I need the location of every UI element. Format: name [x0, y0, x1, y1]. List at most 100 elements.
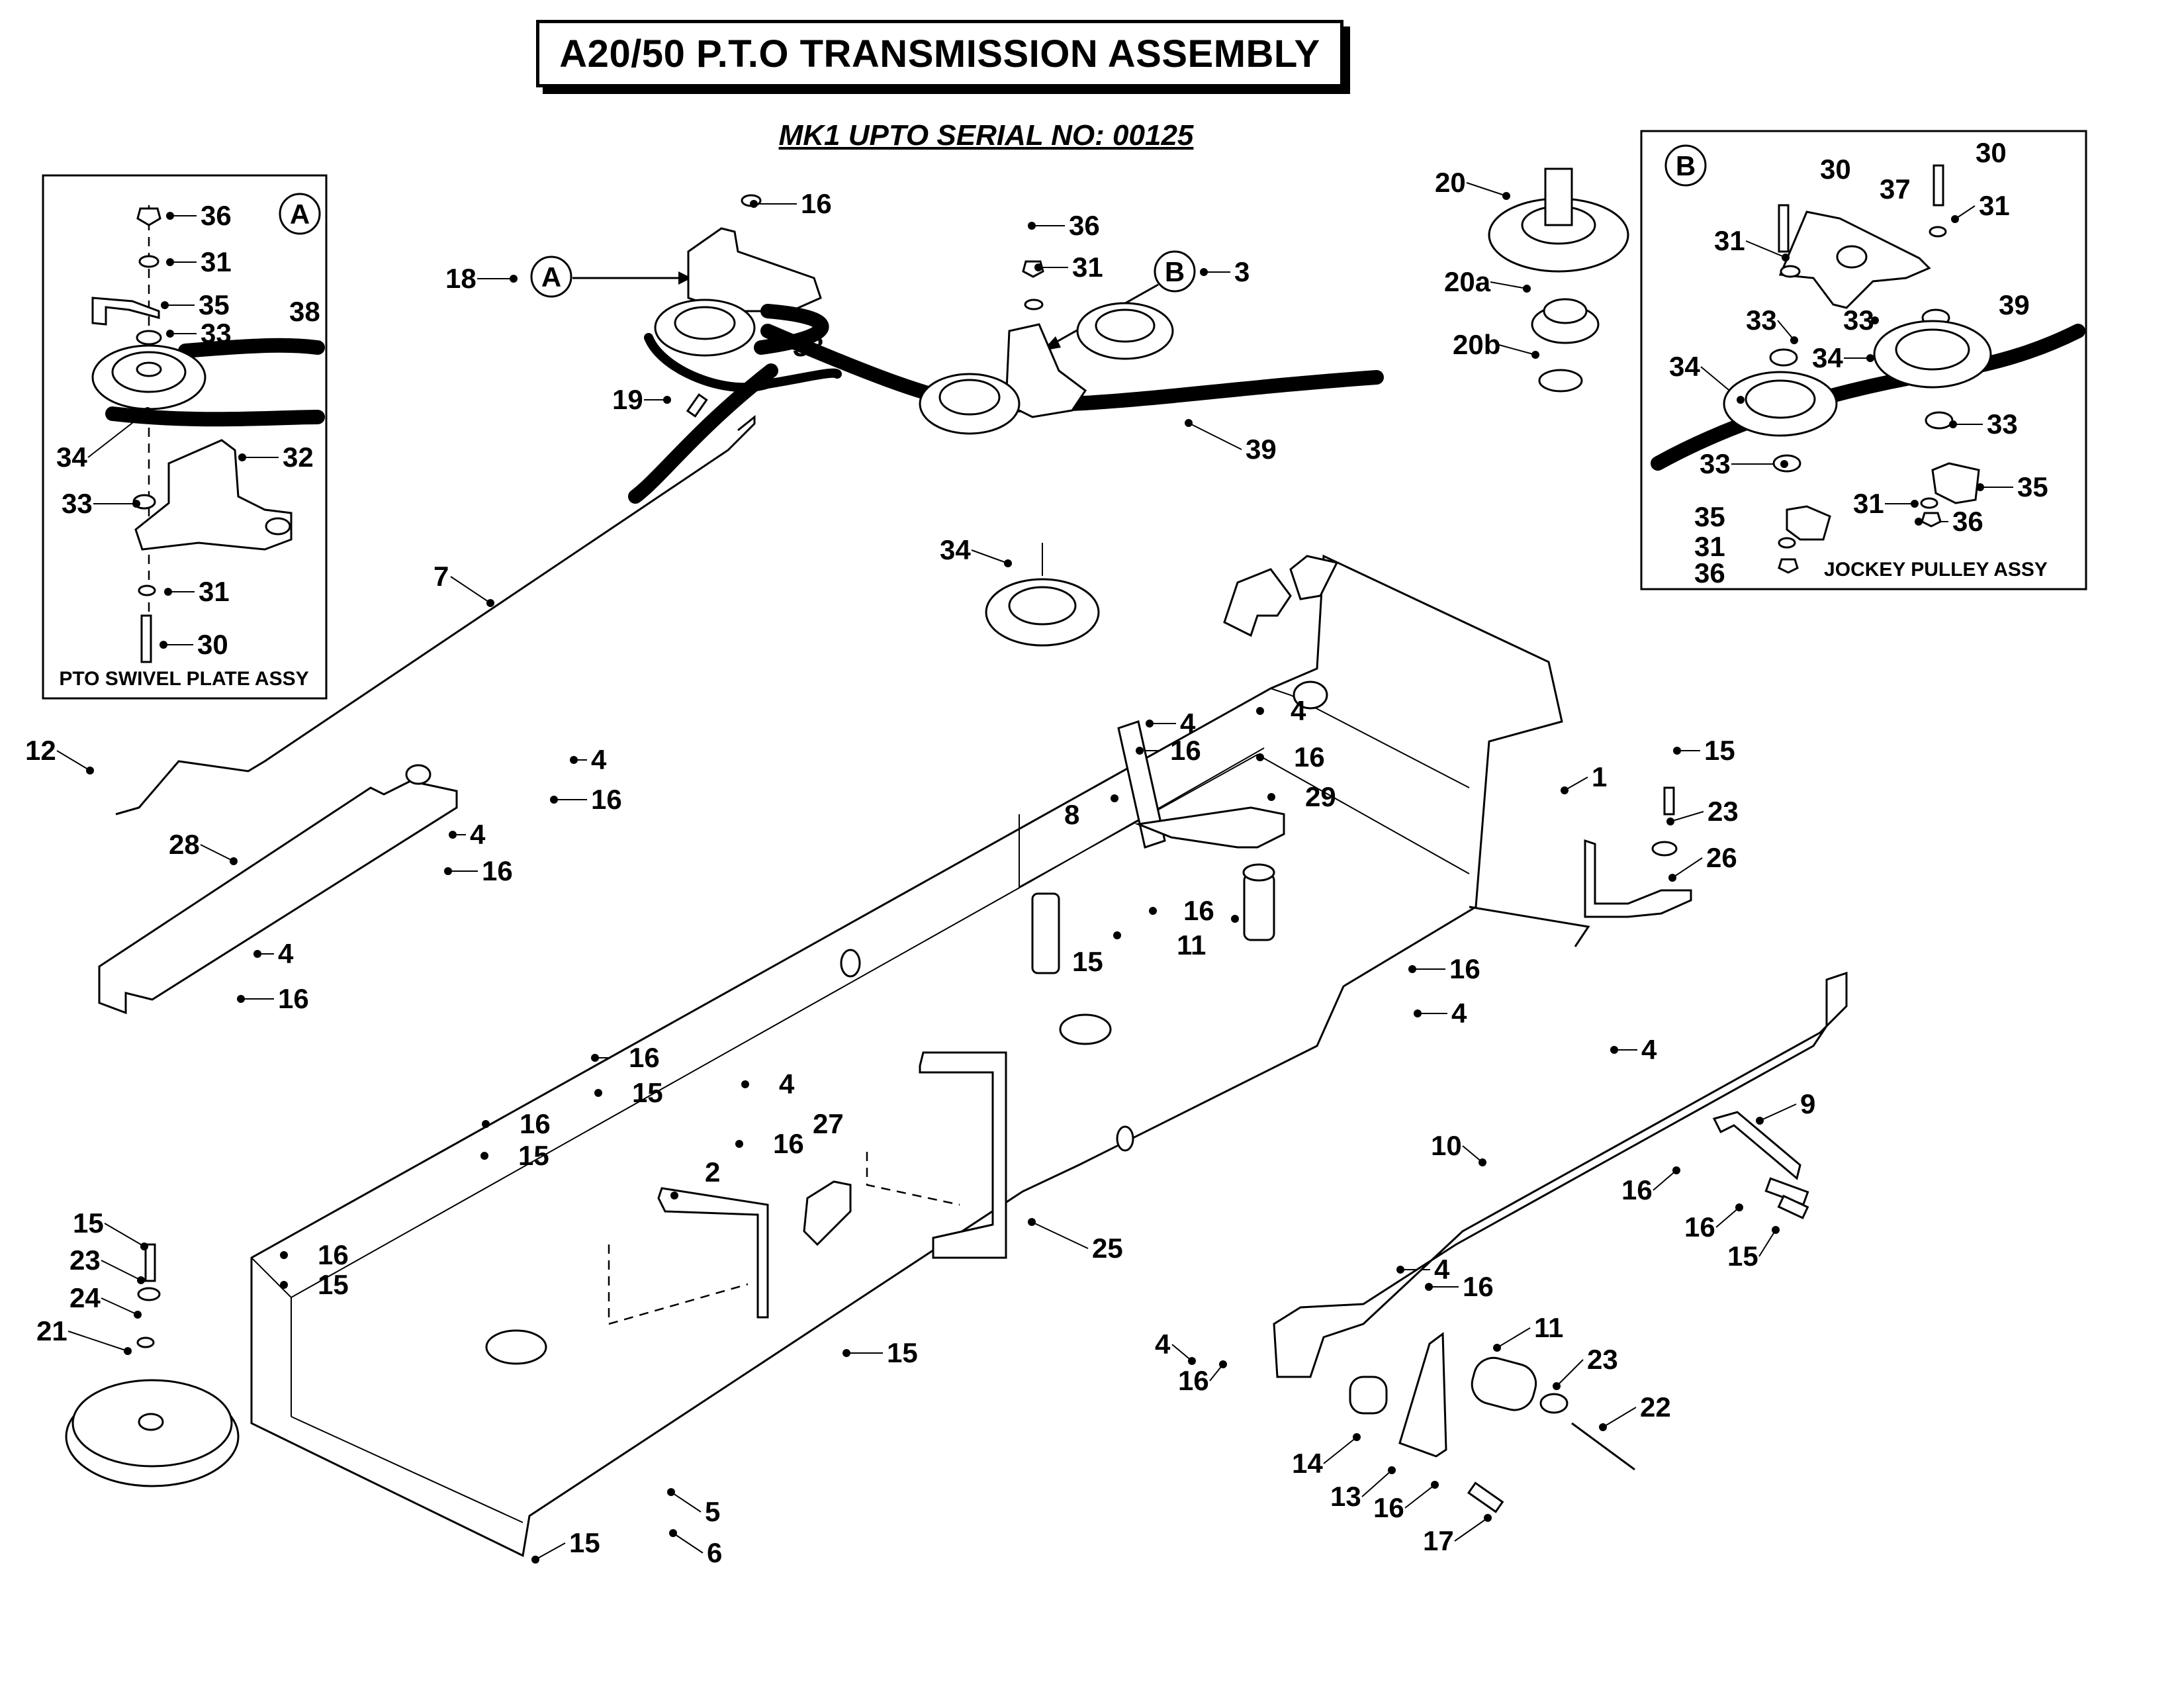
callout-label: 16 [591, 784, 622, 815]
sleeve-icon [1471, 1356, 1537, 1411]
washer-icon [1780, 265, 1801, 278]
leader-dot [594, 1089, 602, 1097]
callout-label: 4 [779, 1068, 795, 1100]
washer-icon [138, 585, 156, 596]
leader-line [1672, 857, 1703, 878]
leader-dot [238, 453, 246, 461]
callout-label: 4 [278, 938, 294, 969]
bearing-race-icon [1543, 298, 1588, 324]
callout-label: 35 [1694, 501, 1725, 532]
washer-icon [1920, 497, 1938, 509]
pulley-hub-icon [1895, 328, 1970, 371]
leader-line [1404, 1484, 1435, 1509]
callout-label: 39 [1999, 289, 2030, 320]
leader-line [971, 549, 1009, 564]
leader-line [1323, 1436, 1357, 1464]
callout-label: 36 [1952, 506, 1983, 537]
inset-a-frame [42, 174, 328, 700]
pulley-hub-icon [1745, 379, 1816, 419]
leader-dot [1484, 1514, 1492, 1522]
callout-label: 32 [283, 442, 314, 473]
callout-label: 4 [470, 819, 486, 850]
leader-line [1188, 422, 1242, 450]
inset-a-caption: PTO SWIVEL PLATE ASSY [59, 668, 308, 690]
leader-dot [1200, 268, 1208, 276]
bolt-icon [1778, 204, 1790, 253]
leader-line [1602, 1407, 1637, 1428]
belt-icon [1651, 324, 2085, 471]
leader-dot [1673, 747, 1681, 755]
inset-b-marker-circle [1664, 144, 1707, 187]
callout-label: 16 [1183, 895, 1214, 926]
frame-hole-icon [840, 949, 861, 978]
leader-dot [1396, 1266, 1404, 1274]
leader-dot [1185, 419, 1193, 427]
callout-label: 17 [1423, 1525, 1454, 1556]
callout-label: 23 [1707, 796, 1739, 827]
callout-label: 31 [199, 576, 230, 607]
leader-dot [1388, 1466, 1396, 1474]
leader-dot [140, 1243, 148, 1250]
washer-icon [1024, 299, 1044, 310]
leader-dot [1599, 1423, 1607, 1431]
leader-dot [670, 1192, 678, 1199]
leader-line [56, 750, 91, 771]
callout-label: 30 [197, 629, 228, 660]
pulley-hub-icon [674, 306, 736, 340]
leader-dot [741, 1080, 749, 1088]
leader-line [101, 1297, 138, 1315]
leader-dot [144, 407, 152, 415]
callout-label: 36 [201, 200, 232, 231]
inset-b-jockey-pulley: B JOCKEY PULLEY ASSY [1640, 130, 2087, 590]
callout-label: 34 [940, 534, 971, 565]
callout-label: 35 [2017, 471, 2048, 502]
leader-line [672, 1532, 704, 1554]
callout-label: 37 [1880, 173, 1911, 205]
leader-dot [1911, 500, 1919, 508]
leader-dot [1034, 263, 1042, 271]
leader-line [1361, 1470, 1392, 1497]
belt-icon [105, 406, 325, 427]
pin-icon [686, 393, 708, 418]
callout-label: 10 [1431, 1130, 1462, 1161]
leader-dot [280, 1281, 288, 1289]
leader-dot [1136, 747, 1144, 755]
frame-edge [1270, 688, 1470, 788]
leader-dot [480, 1152, 488, 1160]
callout-label: 6 [707, 1537, 722, 1568]
callout-label: 30 [1820, 154, 1851, 185]
leader-dot [1523, 285, 1531, 293]
leader-dot [669, 1529, 677, 1537]
hidden-edge [608, 1244, 749, 1325]
leader-dot [280, 1251, 288, 1259]
leader-dot [1188, 1357, 1196, 1365]
top-belt-assembly: A B [115, 167, 1629, 816]
bolt-icon [1467, 1481, 1504, 1513]
leader-dot [164, 588, 172, 596]
leader-dot [1553, 1382, 1561, 1390]
leader-dot [667, 1488, 675, 1496]
spacer-icon [1769, 348, 1798, 367]
callout-label: 15 [1727, 1241, 1758, 1272]
leader-line [450, 576, 491, 604]
pulley-hub-icon [1095, 308, 1156, 343]
leader-line [1954, 205, 1976, 220]
leader-line [535, 1542, 566, 1560]
callout-label: 31 [1853, 488, 1884, 519]
callout-label: 38 [793, 331, 824, 362]
inset-a-marker-circle [279, 193, 321, 235]
leader-dot [230, 857, 238, 865]
link-plate-icon [1134, 806, 1285, 849]
leader-dot [1113, 931, 1121, 939]
leader-dot [1756, 1117, 1764, 1125]
handle-icon [919, 1051, 1007, 1259]
leader-dot [444, 867, 452, 875]
leader-dot [550, 796, 558, 804]
callout-label: 39 [1246, 434, 1277, 465]
callout-label: 4 [1291, 695, 1306, 726]
leader-dots [86, 192, 1984, 1564]
hitch-bracket-icon [1289, 555, 1339, 600]
callout-label: 36 [1694, 557, 1725, 588]
swivel-plate-icon [687, 227, 822, 312]
inset-b-frame [1640, 130, 2087, 590]
